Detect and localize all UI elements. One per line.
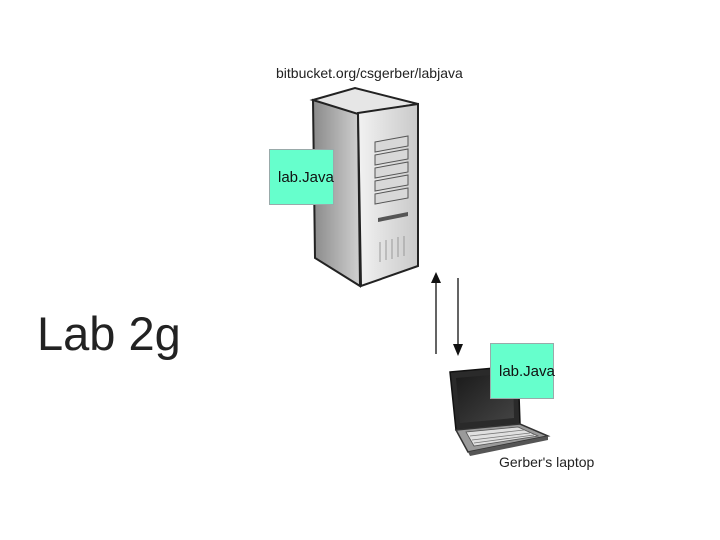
slide-title: Lab 2g (37, 306, 181, 361)
laptop-owner-label: Gerber's laptop (499, 454, 594, 470)
laptop-repo-box: lab.Java (490, 343, 554, 399)
laptop-repo-label: lab.Java (499, 363, 555, 380)
server-repo-box: lab.Java (269, 149, 334, 205)
server-repo-label: lab.Java (278, 169, 334, 186)
sync-arrows (431, 272, 463, 356)
server-url-label: bitbucket.org/csgerber/labjava (276, 65, 463, 81)
